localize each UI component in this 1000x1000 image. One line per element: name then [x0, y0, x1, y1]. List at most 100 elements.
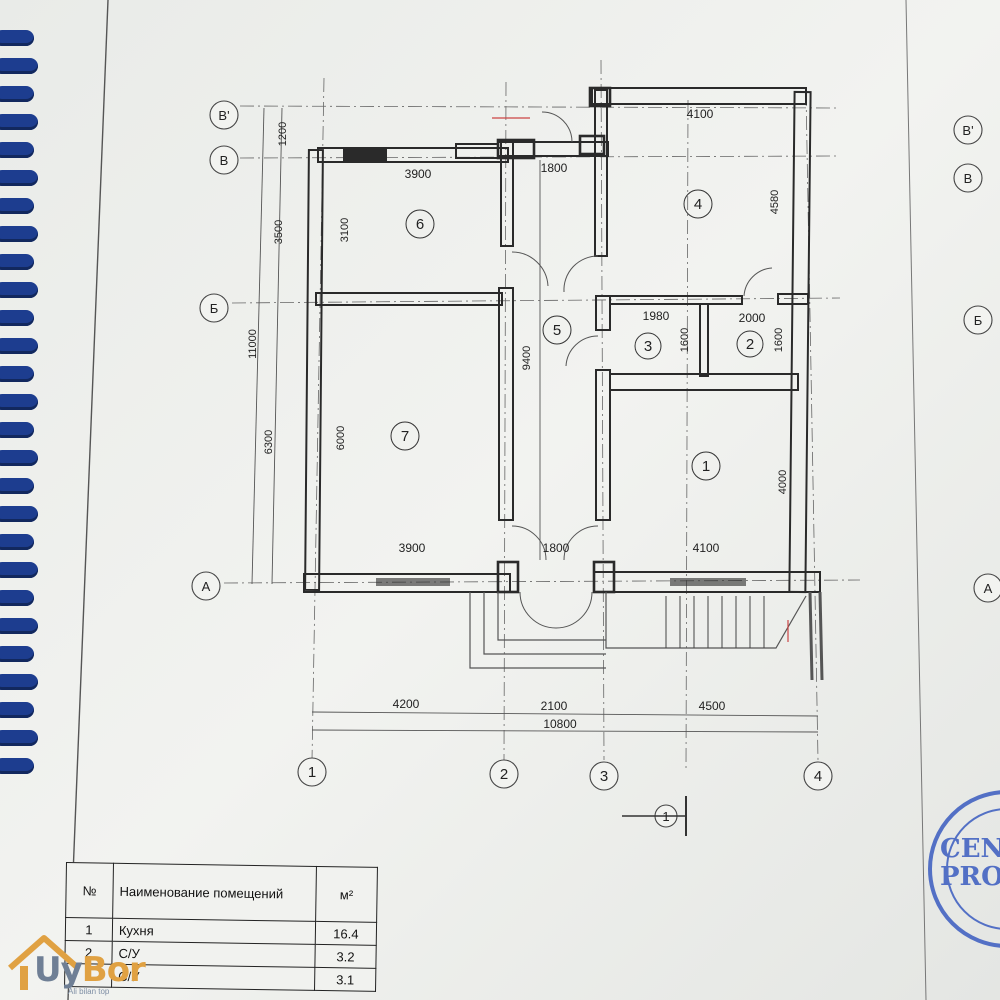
table-header-row: № Наименование помещений м² [65, 862, 378, 923]
post-3 [588, 86, 612, 108]
wall-inner-3-lower [595, 369, 611, 521]
wall-wc-bottom [609, 373, 799, 391]
frame-line-right [905, 0, 927, 1000]
dim-3900-top: 3900 [405, 167, 432, 181]
post-2 [592, 560, 616, 594]
door-swings [511, 111, 773, 629]
dim-4500: 4500 [699, 699, 726, 713]
axis-label-v-prime: В' [218, 108, 229, 123]
door-arc-2 [563, 255, 599, 293]
bubble-r-v [953, 163, 983, 193]
dim-4580: 4580 [769, 190, 781, 214]
door-arc-4 [743, 267, 773, 297]
bubble-3 [589, 761, 619, 791]
bubble-1 [297, 757, 327, 787]
room-label-1: 1 [702, 458, 710, 475]
cell-area: 3.1 [314, 967, 376, 992]
wall-b-right [609, 295, 743, 305]
wall-wc-divider [699, 303, 709, 377]
dim-3100: 3100 [339, 218, 351, 242]
porch-outline-1 [469, 592, 606, 669]
dim-1600-b: 1600 [773, 328, 785, 352]
door-arc-6 [511, 525, 547, 561]
frame-line-left [67, 0, 109, 1000]
room-label-3: 3 [644, 338, 652, 355]
axis-label-r-b: Б [974, 313, 983, 328]
axis-label-b: Б [210, 301, 219, 316]
room-label-7: 7 [401, 428, 409, 445]
stamp-text-2: PRO [940, 862, 1000, 892]
dim-4100-top: 4100 [687, 107, 714, 121]
dim-line-10800 [311, 729, 819, 733]
header-num: № [65, 862, 114, 919]
bubble-a [191, 571, 221, 601]
bubble-b [199, 293, 229, 323]
axis-label-a: А [202, 579, 211, 594]
dim-4100-bottom: 4100 [693, 541, 720, 555]
dim-1800-bottom: 1800 [543, 541, 570, 555]
walls [303, 86, 821, 594]
wall-inner-3-upper [594, 89, 608, 257]
axis-line-4 [805, 91, 819, 761]
room-label-5: 5 [553, 322, 561, 339]
bubble-4 [803, 761, 833, 791]
dim-line-left-outer [251, 107, 265, 585]
axis-label-3: 3 [600, 768, 608, 785]
axis-line-3 [600, 59, 605, 761]
door-arc-3 [565, 335, 599, 367]
watermark-brand-a: Uy [34, 950, 83, 990]
dimension-lines [251, 107, 819, 733]
door-arc-8 [519, 591, 557, 629]
porch-lines [469, 591, 824, 681]
window-bottom-1 [376, 578, 450, 586]
dim-line-below [311, 711, 819, 717]
axis-line-b [231, 297, 841, 304]
wall-bottom-left [303, 573, 511, 593]
axis-line-1 [311, 77, 325, 761]
dim-6000: 6000 [335, 426, 347, 450]
axis-line-2 [503, 81, 507, 761]
dim-4200: 4200 [393, 697, 420, 711]
post-4 [578, 134, 606, 156]
header-area: м² [315, 866, 378, 923]
room-label-6: 6 [416, 216, 424, 233]
watermark-brand-b: Bor [81, 950, 146, 990]
bubble-r-b [963, 305, 993, 335]
room-label-4: 4 [694, 196, 702, 213]
section-label: 1 [662, 809, 669, 824]
axis-label-4: 4 [814, 768, 822, 785]
dim-6300: 6300 [263, 430, 275, 454]
axis-line-mid [685, 99, 689, 771]
dim-1980: 1980 [643, 309, 670, 323]
window-top-left-1 [343, 147, 387, 163]
wall-left [304, 148, 324, 592]
wall-b-right-stub [777, 293, 809, 305]
window-bottom-2 [670, 578, 746, 586]
watermark-tagline: Ali bilan top [68, 987, 110, 996]
room-bubbles [390, 189, 764, 481]
axis-label-r-v: В [964, 171, 973, 186]
dim-1200: 1200 [277, 122, 289, 146]
header-name: Наименование помещений [112, 863, 317, 922]
cell-area: 16.4 [315, 921, 377, 946]
porch-outline-3 [497, 592, 606, 641]
bubble-r-a [973, 573, 1000, 603]
bubble-v-prime [209, 100, 239, 130]
bubble-v [209, 145, 239, 175]
porch-pillar [808, 591, 814, 681]
house-logo-icon [8, 935, 80, 990]
wall-top-right [591, 87, 807, 105]
dim-line-left [271, 107, 283, 585]
door-arc-5 [541, 111, 573, 143]
stamp-text-1: CEN [940, 834, 1000, 864]
wall-b-left [315, 292, 503, 306]
dim-1800-top: 1800 [541, 161, 568, 175]
room-bubble-1 [691, 451, 721, 481]
post-1 [496, 560, 520, 594]
post-5 [496, 138, 536, 160]
dim-1600-a: 1600 [679, 328, 691, 352]
wall-inner-3-mid [595, 295, 611, 331]
room-bubble-7 [390, 421, 420, 451]
